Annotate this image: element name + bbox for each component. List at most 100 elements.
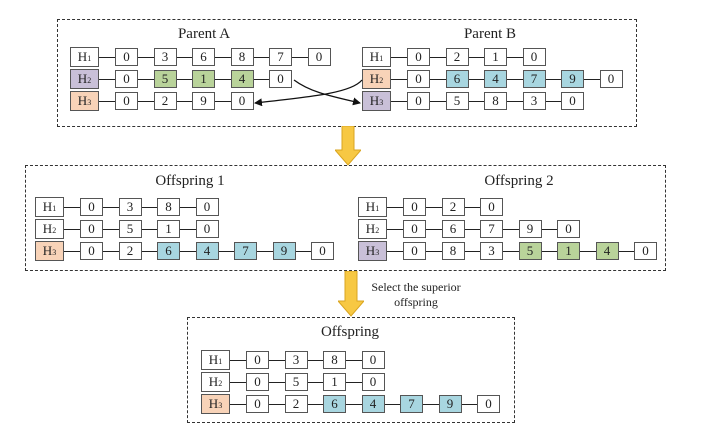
link-line [103,229,119,231]
gene-cell: 0 [80,242,103,260]
link-line [503,251,519,253]
host-label: H1 [35,197,64,217]
gene-cell: 1 [557,242,580,260]
host-label-text: H [77,49,88,64]
link-line [426,229,442,231]
host-label: H3 [35,241,64,261]
host-label-text: H [365,243,376,258]
link-line [468,57,484,59]
final-offspring-panel [187,317,515,423]
offspring-2-title: Offspring 2 [484,173,554,189]
link-line [584,79,600,81]
gene-cell: 5 [518,242,542,260]
link-line [230,404,246,406]
link-line [507,79,523,81]
link-line [468,79,484,81]
parent-b-title: Parent B [463,26,517,42]
link-line [99,57,115,59]
gene-cell: 0 [361,351,385,369]
gene-cell: 0 [407,70,430,88]
link-line [64,251,80,253]
gene-cell: 6 [192,48,215,66]
link-line [541,229,557,231]
gene-cell: 9 [192,92,215,110]
gene-cell: 5 [284,373,308,391]
host-label: H1 [358,197,387,217]
host-label-text: H [77,71,88,86]
host-label-index: 3 [87,98,92,107]
link-line [141,251,157,253]
gene-cell: 0 [115,70,138,88]
gene-cell: 6 [323,395,346,413]
link-line [230,360,246,362]
link-line [176,57,192,59]
link-line [269,382,285,384]
host-label: H1 [201,350,230,370]
gene-cell: 0 [522,48,546,66]
down-arrow-2 [338,271,364,317]
gene-cell: 7 [234,242,257,260]
host-label-text: H [42,199,53,214]
link-line [141,207,157,209]
gene-cell: 0 [403,198,426,216]
link-line [545,79,561,81]
link-line [430,57,446,59]
gene-cell: 8 [323,351,346,369]
link-line [430,101,446,103]
link-line [180,207,196,209]
host-label-index: 1 [52,204,57,213]
link-line [307,404,323,406]
host-label-index: 2 [52,226,57,235]
gene-cell: 1 [157,220,180,238]
gene-cell: 4 [361,395,385,413]
link-line [230,382,246,384]
link-line [580,251,596,253]
host-label-index: 1 [379,54,384,63]
gene-cell: 8 [441,242,465,260]
gene-cell: 1 [323,373,346,391]
host-label: H3 [201,394,230,414]
link-line [507,101,523,103]
link-line [464,229,480,231]
gene-cell: 3 [480,242,503,260]
gene-cell: 2 [441,198,465,216]
link-line [180,251,196,253]
link-line [218,251,234,253]
host-label-text: H [369,93,380,108]
gene-cell: 0 [311,242,334,260]
gene-cell: 4 [195,242,219,260]
link-line [391,79,407,81]
link-line [464,207,480,209]
host-label: H3 [362,91,391,111]
link-line [257,251,273,253]
gene-cell: 0 [403,220,426,238]
link-line [141,229,157,231]
gene-cell: 0 [361,373,385,391]
gene-cell: 9 [518,220,542,238]
gene-cell: 2 [118,242,142,260]
gene-cell: 5 [118,220,142,238]
link-line [468,101,484,103]
select-note: Select the superior offspring [371,280,461,309]
link-line [138,79,154,81]
host-label-text: H [42,221,53,236]
gene-cell: 0 [307,48,331,66]
offspring-title: Offspring [320,324,380,340]
gene-cell: 2 [284,395,308,413]
gene-cell: 0 [561,92,584,110]
host-label-text: H [369,71,380,86]
gene-cell: 0 [115,92,138,110]
host-label-index: 1 [375,204,380,213]
gene-cell: 7 [400,395,423,413]
gene-cell: 7 [522,70,546,88]
gene-cell: 0 [599,70,623,88]
gene-cell: 8 [484,92,507,110]
link-line [307,360,323,362]
host-label: H1 [70,47,99,67]
link-line [346,404,362,406]
host-label-index: 1 [87,54,92,63]
link-line [307,382,323,384]
host-label: H2 [35,219,64,239]
gene-cell: 0 [634,242,657,260]
host-label: H3 [358,241,387,261]
